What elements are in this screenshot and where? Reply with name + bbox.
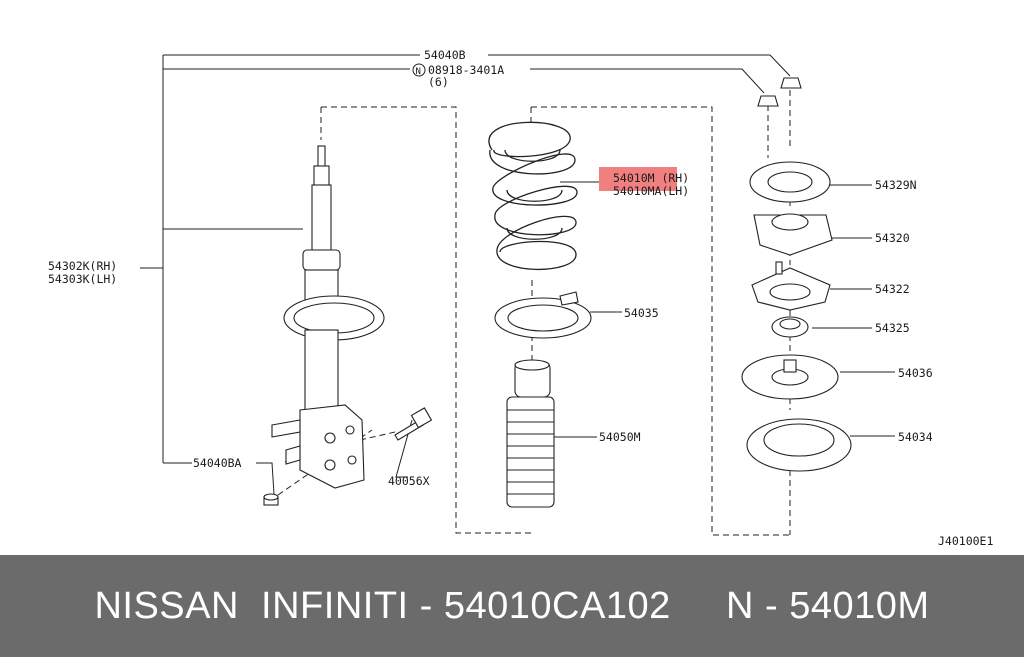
label-54010MA: 54010MA(LH) (613, 184, 689, 198)
bolt-40056X (394, 407, 433, 441)
label-54040BA: 54040BA (193, 456, 242, 470)
label-54040B: 54040B (424, 48, 466, 62)
label-40056X: 40056X (388, 474, 430, 488)
label-54320: 54320 (875, 231, 910, 245)
nut-54040BA (263, 493, 279, 506)
spring-seat-54035 (494, 291, 592, 339)
leader-lines (140, 54, 895, 495)
caption-bar: NISSAN INFINITI - 54010CA102 N - 54010M (0, 555, 1024, 657)
label-54050M: 54050M (599, 430, 641, 444)
coil-spring (488, 121, 578, 271)
mount-stack (741, 77, 852, 472)
label-54035: 54035 (624, 306, 659, 320)
parts-diagram: N 54040B 08918-3401A (6) 54302K(RH) 5430… (48, 48, 993, 548)
label-54329N: 54329N (875, 178, 917, 192)
highlight-54010M (599, 167, 677, 191)
strut-assembly (271, 145, 385, 489)
label-08918-qty: (6) (428, 75, 449, 89)
caption-text: NISSAN INFINITI - 54010CA102 N - 54010M (94, 584, 930, 627)
ref-code: J40100E1 (938, 534, 993, 548)
label-54302K: 54302K(RH) (48, 259, 117, 273)
label-08918: 08918-3401A (428, 63, 504, 77)
label-54325: 54325 (875, 321, 910, 335)
n-circle-letter: N (416, 67, 421, 77)
label-54303K: 54303K(LH) (48, 272, 117, 286)
label-54036: 54036 (898, 366, 933, 380)
label-54034: 54034 (898, 430, 933, 444)
label-54322: 54322 (875, 282, 910, 296)
n-circle-icon (412, 63, 426, 77)
label-54010M: 54010M (RH) (613, 171, 689, 185)
dust-boot-54050M (506, 359, 555, 508)
